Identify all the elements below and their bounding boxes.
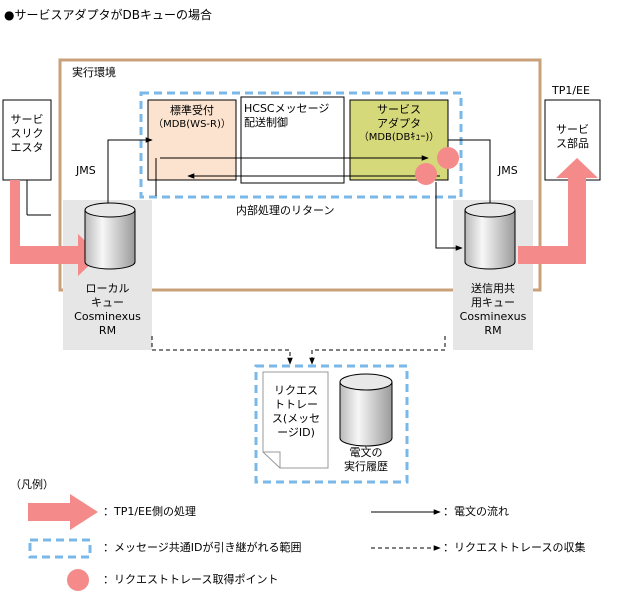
request-trace-document	[262, 371, 329, 469]
service-part-line-2: ス部品	[556, 137, 589, 150]
hcsc-line-1: HCSCメッセージ	[244, 102, 330, 115]
message-history-line-1: 電文の	[349, 446, 383, 459]
local-queue-line-2: キュー	[91, 296, 124, 309]
legend-tp1-text: ：TP1/EE側の処理	[103, 505, 196, 518]
local-queue-cylinder	[84, 202, 136, 270]
trace-store-frame	[254, 364, 409, 484]
standard-receive-line-1: 標準受付	[170, 104, 214, 117]
legend-scope-text: ：メッセージ共通IDが引き継がれる範囲	[103, 541, 302, 554]
diagram-title: ●サービスアダプタがDBキューの場合	[4, 8, 212, 22]
adapter-line-3: （MDB(DBｷｭｰ)）	[358, 132, 440, 143]
requester-box	[2, 99, 52, 181]
exec-env-label: 実行環境	[72, 66, 116, 79]
flow-to-sendqueue	[435, 182, 463, 251]
adapter-line-2: アダプタ	[377, 117, 421, 130]
tp1-label: TP1/EE	[552, 84, 590, 97]
adapter-line-1: サービス	[377, 103, 421, 116]
service-part-label: サービ ス部品	[545, 123, 600, 151]
local-queue-label: ローカル キュー Cosminexus RM	[63, 282, 152, 338]
requester-line-2: スリク	[10, 127, 44, 140]
tp1-arrow-left	[10, 180, 100, 276]
flow-local-to-standard	[107, 137, 153, 215]
internal-return-label: 内部処理のリターン	[236, 204, 335, 217]
local-queue-line-3: Cosminexus	[74, 310, 141, 323]
requester-line-1: サービ	[10, 113, 44, 126]
exec-env-box	[58, 58, 542, 292]
trace-point-2	[415, 163, 437, 185]
send-queue-label: 送信用共 用キュー Cosminexus RM	[450, 282, 536, 338]
legend-scope-swatch	[28, 538, 92, 559]
requester-label: サービ スリク エスタ	[3, 113, 51, 155]
request-trace-line-2: トトレー	[274, 398, 318, 411]
standard-receive-label: 標準受付 （MDB(WS-R)）	[148, 104, 236, 132]
legend-collect-text: ：リクエストトレースの収集	[443, 541, 586, 554]
local-queue-line-1: ローカル	[85, 282, 130, 295]
hcsc-control-box	[240, 96, 345, 184]
hcsc-line-2: 配送制御	[244, 116, 288, 129]
message-history-line-2: 実行履歴	[344, 460, 388, 473]
send-queue-line-2: 用キュー	[471, 296, 515, 309]
request-trace-line-1: リクエス	[274, 384, 318, 397]
legend-tp1-arrow	[28, 494, 98, 530]
tp1-arrow-right	[518, 158, 598, 264]
trace-collect-right	[309, 336, 446, 365]
send-queue-line-3: Cosminexus	[459, 310, 527, 323]
send-queue-line-1: 送信用共	[471, 282, 515, 295]
standard-receive-box	[147, 99, 237, 181]
standard-receive-line-2: （MDB(WS-R)）	[153, 119, 231, 130]
local-queue-line-4: RM	[98, 324, 117, 337]
hcsc-control-label: HCSCメッセージ 配送制御	[244, 102, 329, 130]
legend-flow-text: ：電文の流れ	[443, 505, 509, 518]
jms-right-label: JMS	[498, 164, 518, 177]
service-part-line-1: サービ	[556, 123, 589, 136]
id-scope-frame	[139, 91, 463, 199]
send-queue-line-4: RM	[484, 324, 502, 337]
trace-point-1	[437, 147, 459, 169]
message-history-label: 電文の 実行履歴	[334, 446, 398, 474]
flow-sendqueue-up	[448, 139, 491, 210]
request-trace-line-3: ス(メッセ	[271, 412, 321, 425]
service-adapter-label: サービス アダプタ （MDB(DBｷｭｰ)）	[350, 103, 448, 145]
requester-line-3: エスタ	[10, 141, 44, 154]
legend-title: （凡例）	[10, 478, 54, 491]
request-trace-label: リクエス トトレー ス(メッセ ージID)	[266, 384, 326, 440]
legend-trace-point	[67, 569, 89, 591]
jms-left-label: JMS	[76, 164, 96, 177]
trace-collect-left	[151, 336, 293, 365]
request-trace-line-4: ージID)	[277, 426, 315, 439]
send-queue-cylinder	[464, 202, 516, 270]
legend-trace-point-text: ：リクエストトレース取得ポイント	[103, 573, 279, 586]
message-history-cylinder	[339, 373, 393, 447]
